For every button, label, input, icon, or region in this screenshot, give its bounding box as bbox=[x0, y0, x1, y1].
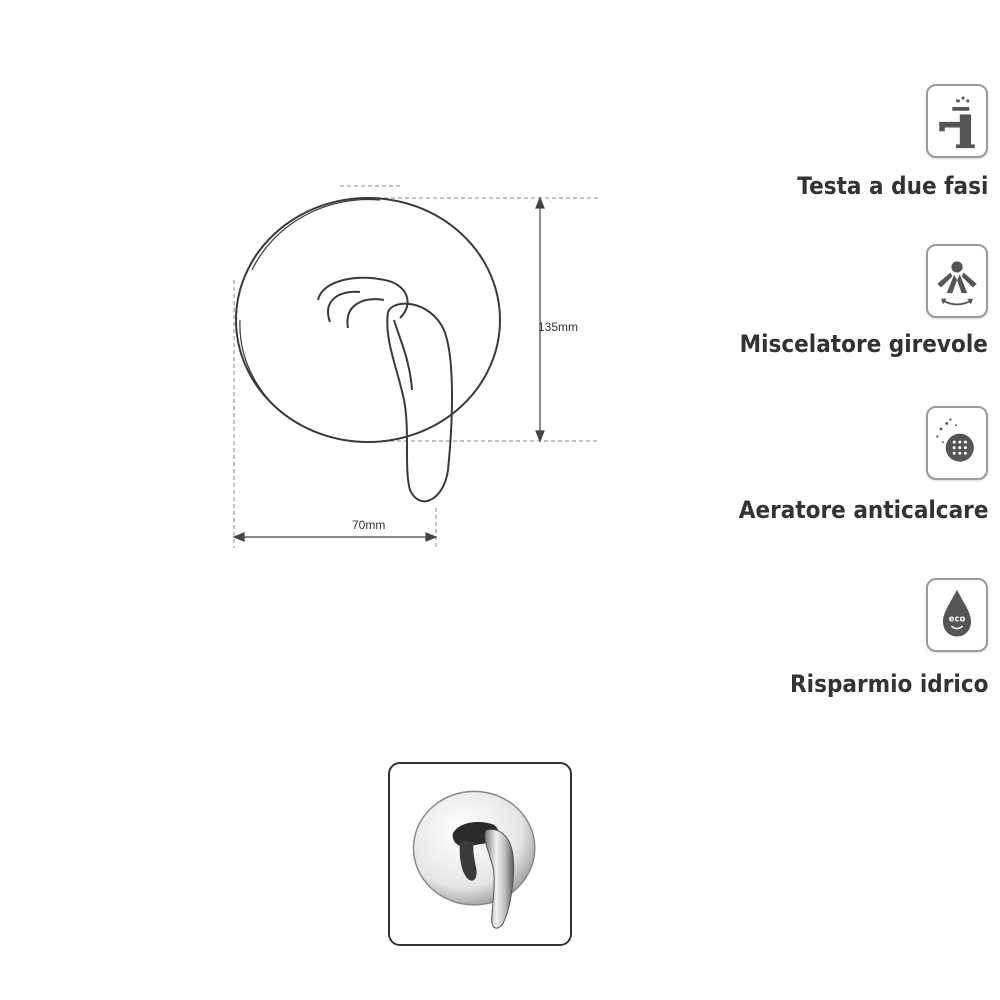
swivel-spray-icon bbox=[926, 244, 988, 318]
feature-label-swivel-mixer: Miscelatore girevole bbox=[739, 330, 988, 358]
aerator-icon bbox=[926, 406, 988, 480]
width-dimension-arrow bbox=[232, 532, 438, 542]
feature-label-anti-limescale-aerator: Aeratore anticalcare bbox=[738, 496, 988, 524]
width-dimension-label: 70mm bbox=[352, 518, 386, 532]
feature-label-dual-spray: Testa a due fasi bbox=[796, 172, 988, 200]
height-dimension-label: 135mm bbox=[538, 320, 579, 334]
extension-lines bbox=[233, 185, 600, 548]
mixer-photo-icon bbox=[412, 790, 536, 929]
eco-drop-icon: eco bbox=[926, 578, 988, 652]
product-thumbnail bbox=[388, 762, 572, 946]
lever-handle bbox=[317, 276, 453, 503]
faucet-spray-icon bbox=[926, 84, 988, 158]
height-dimension-arrow bbox=[535, 196, 545, 443]
feature-label-water-saving: Risparmio idrico bbox=[789, 670, 988, 698]
svg-text:eco: eco bbox=[949, 614, 966, 624]
escutcheon-plate bbox=[235, 197, 501, 443]
